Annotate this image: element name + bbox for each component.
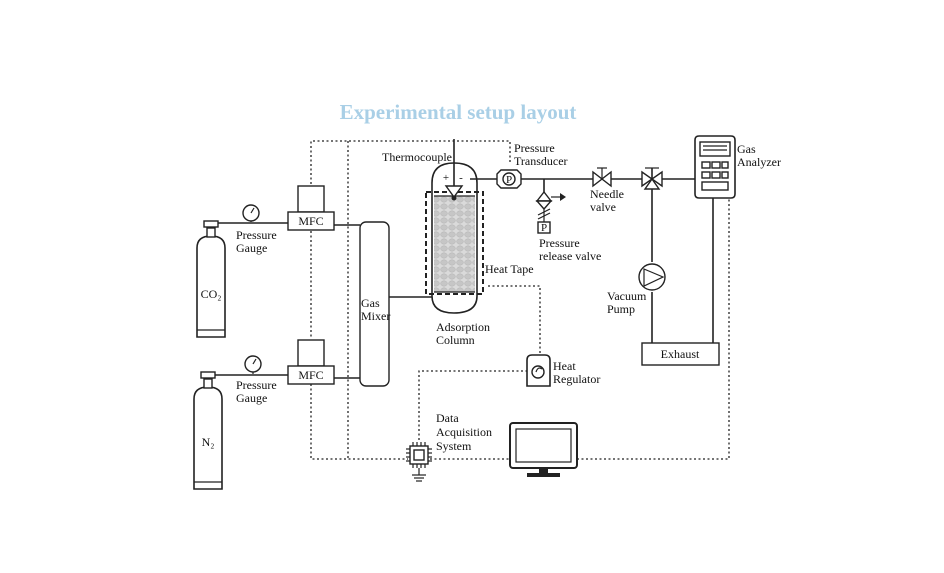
p-symbol: P xyxy=(506,174,512,186)
co2-pressure-gauge: Pressure Gauge xyxy=(236,204,277,255)
co2-label: CO₂ xyxy=(201,287,222,301)
mfc-label: MFC xyxy=(298,214,323,228)
p-symbol: P xyxy=(541,222,547,234)
analyzer-label-line2: Analyzer xyxy=(737,155,781,169)
signal-wiring xyxy=(310,140,730,460)
adsorption-column: + - Thermocouple Heat Tape Adsorption Co… xyxy=(382,150,534,347)
three-way-valve xyxy=(641,167,663,190)
diagram-title: Experimental setup layout xyxy=(340,100,577,124)
gauge-label-line1: Pressure xyxy=(236,228,277,242)
thermocouple-label: Thermocouple xyxy=(382,150,452,164)
release-valve-label-line1: Pressure xyxy=(539,236,580,250)
n2-label: N₂ xyxy=(202,435,215,449)
vacuum-pump-label-line1: Vacuum xyxy=(607,289,647,303)
daq-label-line3: System xyxy=(436,439,472,453)
needle-valve-label-line2: valve xyxy=(590,200,616,214)
vacuum-pump: Vacuum Pump xyxy=(607,263,666,316)
release-valve-label-line2: release valve xyxy=(539,249,601,263)
data-acquisition-system: Data Acquisition System xyxy=(406,411,492,482)
n2-mfc: MFC xyxy=(287,339,335,385)
heat-regulator-label-line1: Heat xyxy=(553,359,576,373)
pressure-transducer: P Pressure Transducer xyxy=(496,141,568,189)
n2-pressure-gauge: Pressure Gauge xyxy=(236,355,277,405)
thermocouple-plus: + xyxy=(443,172,449,184)
column-label-line1: Adsorption xyxy=(436,320,490,334)
exhaust-label: Exhaust xyxy=(661,347,700,361)
gauge-label-line2: Gauge xyxy=(236,391,267,405)
gas-mixer-label-line2: Mixer xyxy=(361,309,390,323)
needle-valve: Needle valve xyxy=(590,167,624,214)
mfc-label: MFC xyxy=(298,368,323,382)
transducer-label-line2: Transducer xyxy=(514,154,568,168)
thermocouple-minus: - xyxy=(459,172,463,184)
daq-label-line2: Acquisition xyxy=(436,425,492,439)
heat-tape-label: Heat Tape xyxy=(485,262,534,276)
heat-regulator-label-line2: Regulator xyxy=(553,372,600,386)
column-label-line2: Column xyxy=(436,333,475,347)
daq-label-line1: Data xyxy=(436,411,459,425)
co2-cylinder: CO₂ xyxy=(196,220,226,338)
transducer-label-line1: Pressure xyxy=(514,141,555,155)
gas-lines xyxy=(215,139,714,379)
needle-valve-label-line1: Needle xyxy=(590,187,624,201)
gas-mixer: Gas Mixer xyxy=(359,221,390,387)
gas-analyzer: Gas Analyzer xyxy=(694,135,781,199)
heat-regulator: Heat Regulator xyxy=(526,354,600,387)
gauge-label-line2: Gauge xyxy=(236,241,267,255)
vacuum-pump-label-line2: Pump xyxy=(607,302,635,316)
analyzer-label-line1: Gas xyxy=(737,142,756,156)
exhaust: Exhaust xyxy=(641,342,720,366)
gauge-label-line1: Pressure xyxy=(236,378,277,392)
co2-mfc: MFC xyxy=(287,185,335,231)
gas-mixer-label-line1: Gas xyxy=(361,296,380,310)
computer-monitor-icon xyxy=(509,422,578,477)
n2-cylinder: N₂ xyxy=(193,371,223,490)
pressure-release-valve: P Pressure release valve xyxy=(535,190,601,263)
